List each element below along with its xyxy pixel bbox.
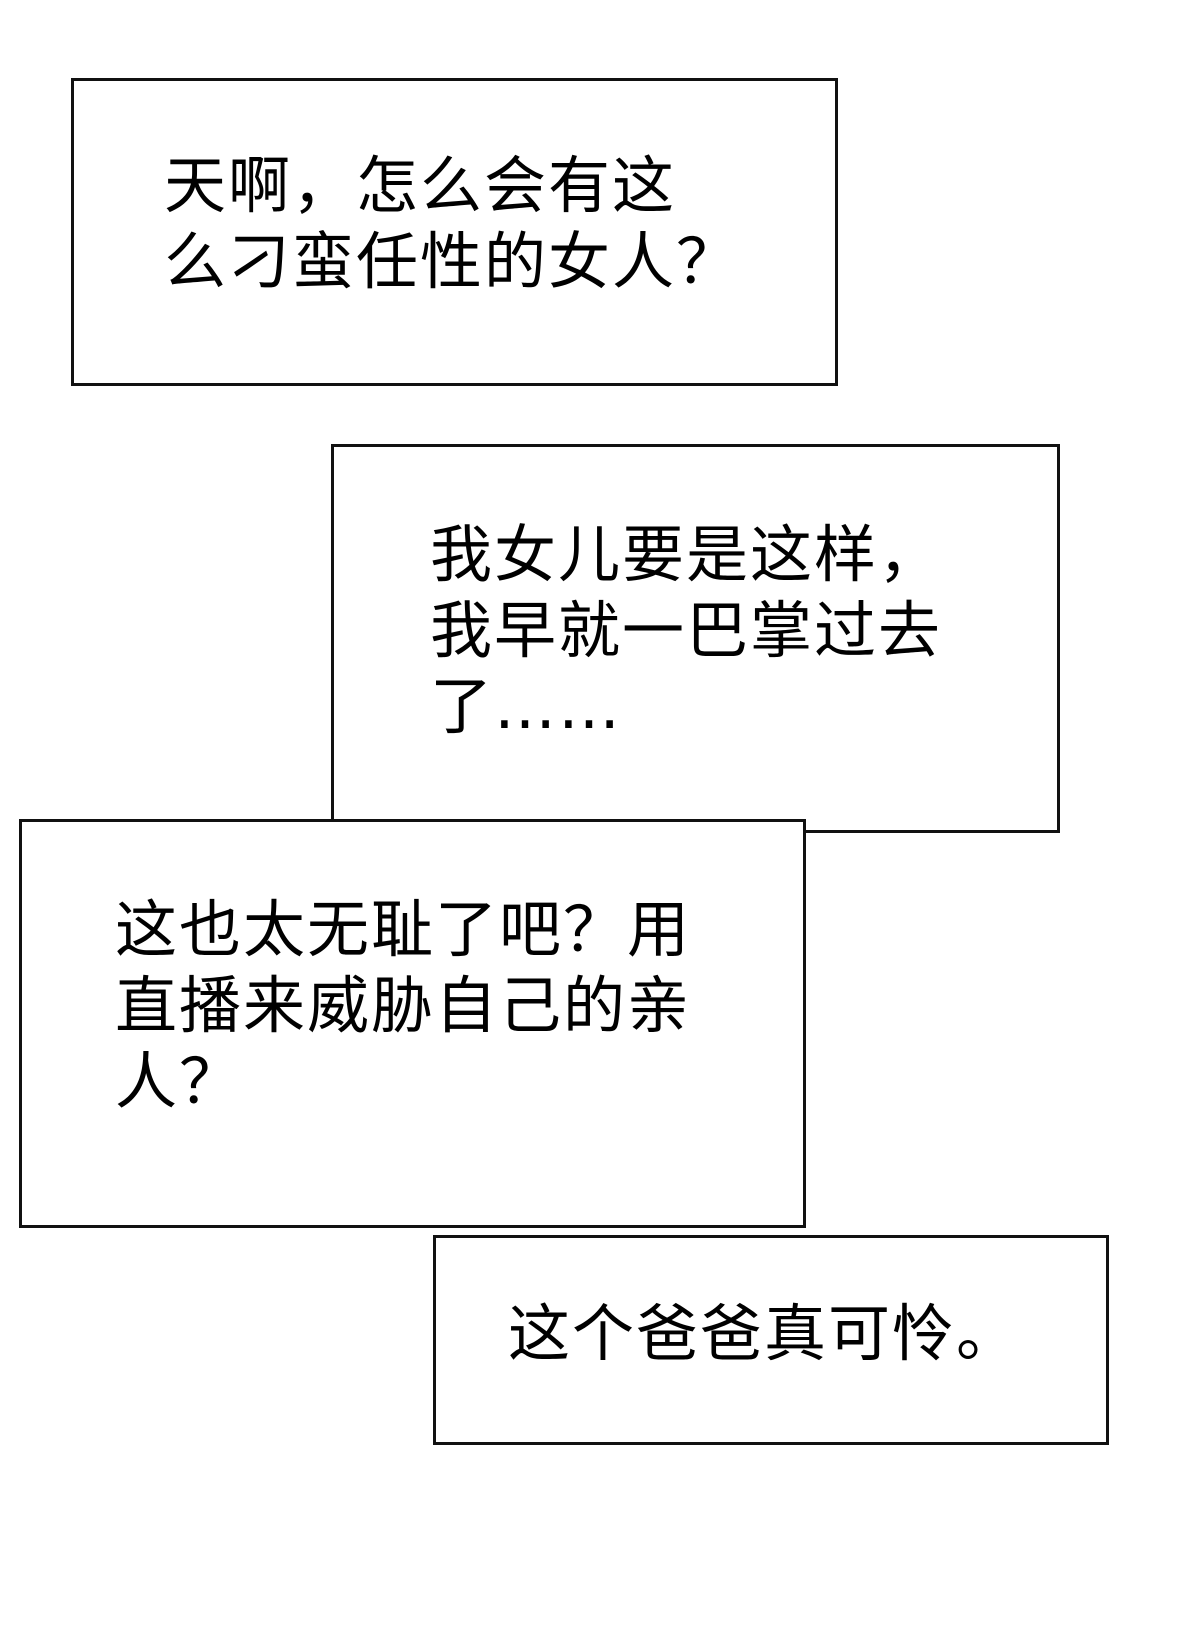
speech-box-4: 这个爸爸真可怜。 — [433, 1235, 1109, 1445]
speech-box-3: 这也太无耻了吧？用 直播来威胁自己的亲 人？ — [19, 819, 806, 1228]
speech-text-3: 这也太无耻了吧？用 直播来威胁自己的亲 人？ — [115, 893, 692, 1118]
speech-box-2: 我女儿要是这样， 我早就一巴掌过去 了…… — [331, 444, 1060, 833]
speech-text-4: 这个爸爸真可怜。 — [508, 1297, 1021, 1370]
speech-box-1: 天啊，怎么会有这 么刁蛮任性的女人？ — [71, 78, 838, 386]
speech-text-1: 天啊，怎么会有这 么刁蛮任性的女人？ — [164, 149, 741, 298]
speech-text-2: 我女儿要是这样， 我早就一巴掌过去 了…… — [430, 518, 943, 743]
